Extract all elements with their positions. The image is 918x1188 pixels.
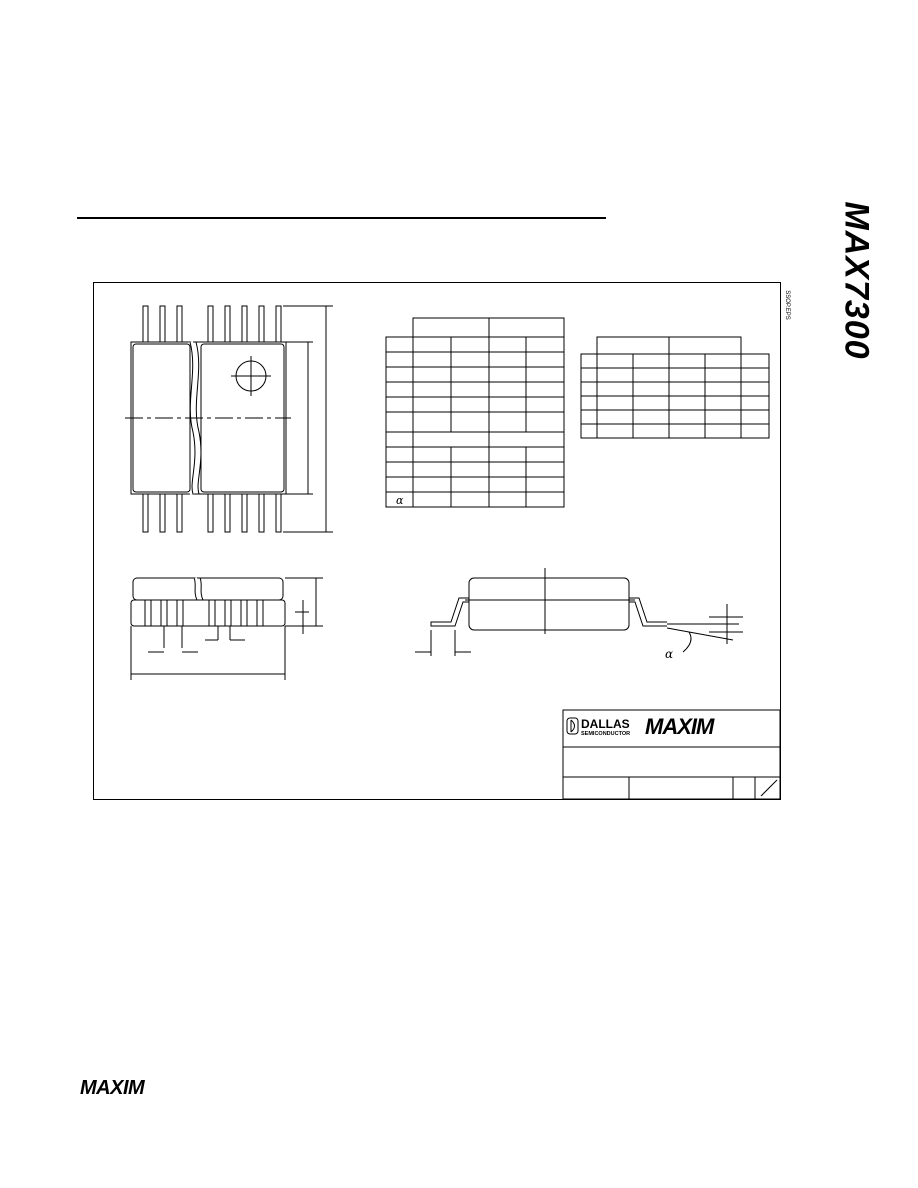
header-rule (77, 217, 606, 219)
top-leads-lower (142, 493, 282, 533)
title-block-dallas-sub: SEMICONDUCTOR (581, 731, 630, 737)
package-drawing-frame (93, 282, 781, 800)
dimension-table-small (580, 336, 770, 439)
dimension-table-alpha: α (396, 494, 404, 507)
title-block-dallas: DALLAS (581, 717, 630, 731)
title-block-maxim: MAXIM (645, 714, 715, 739)
footer-logo: MAXIM (80, 1077, 147, 1099)
top-view (125, 305, 333, 533)
package-outline-drawing: α α (125, 305, 781, 800)
footer-logo-text: MAXIM (80, 1077, 146, 1099)
side-view (415, 568, 743, 656)
drawing-file-note: SSOP.EPS (780, 285, 794, 325)
top-leads-upper (142, 305, 282, 345)
dimension-table-large (385, 317, 565, 508)
front-leads (144, 599, 264, 627)
lead-angle-label: α (665, 647, 673, 661)
title-block (562, 709, 781, 800)
part-number-text: MAX7300 (837, 200, 876, 360)
part-number-vertical: MAX7300 (826, 200, 886, 360)
front-view (130, 577, 323, 680)
drawing-file-note-text: SSOP.EPS (784, 290, 791, 320)
